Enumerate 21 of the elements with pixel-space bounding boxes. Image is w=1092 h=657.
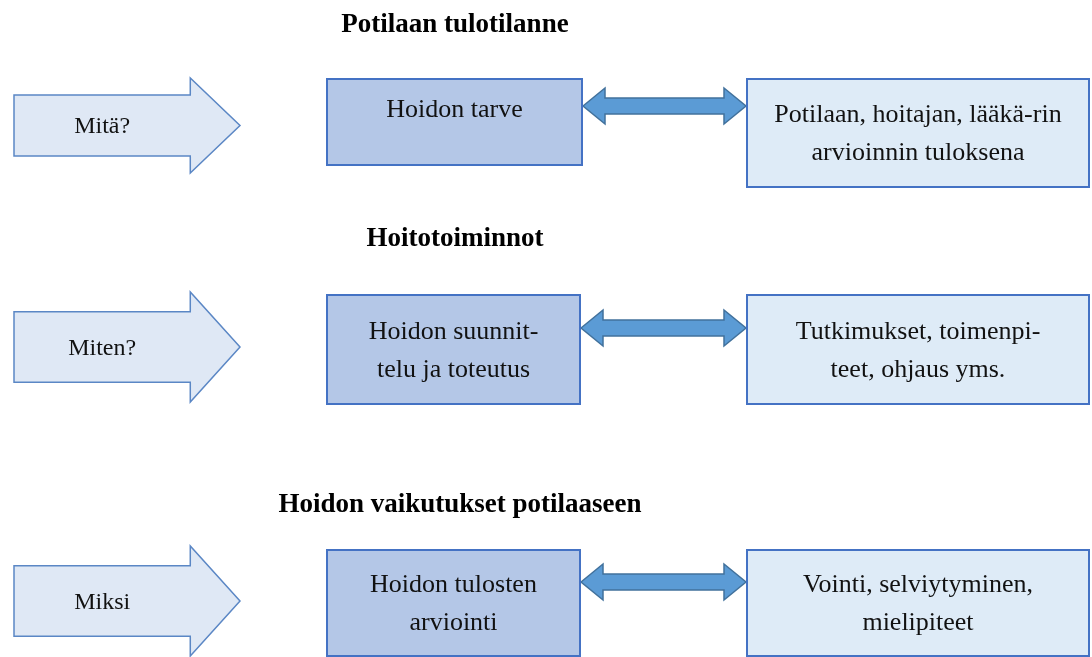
process-box [746, 294, 1090, 405]
box-text: Potilaan, hoitajan, lääkä-rin arvioinnin tuloksena [773, 98, 1063, 168]
double-arrow [579, 308, 748, 348]
double-arrow [579, 562, 748, 602]
box-text: Hoidon tulosten arviointi [369, 568, 538, 638]
double-arrow [581, 86, 748, 126]
box-text: Hoidon tarve [386, 93, 523, 125]
box-text: Vointi, selviytyminen, mielipiteet [802, 568, 1034, 638]
process-box [326, 294, 581, 405]
arrow-label: Miten? [67, 333, 138, 361]
arrow-label: Mitä? [73, 112, 132, 139]
box-text: Hoidon suunnit-telu ja toteutus [367, 314, 540, 385]
process-box [746, 78, 1090, 188]
section-heading: Hoitotoiminnot [365, 222, 545, 253]
process-box [326, 549, 581, 657]
process-box [326, 78, 583, 166]
section-heading: Potilaan tulotilanne [340, 8, 570, 39]
section-heading: Hoidon vaikutukset potilaaseen [277, 488, 643, 519]
process-box [746, 549, 1090, 657]
arrow-label: Miksi [73, 587, 132, 615]
box-text: Tutkimukset, toimenpi-teet, ohjaus yms. [794, 314, 1042, 385]
